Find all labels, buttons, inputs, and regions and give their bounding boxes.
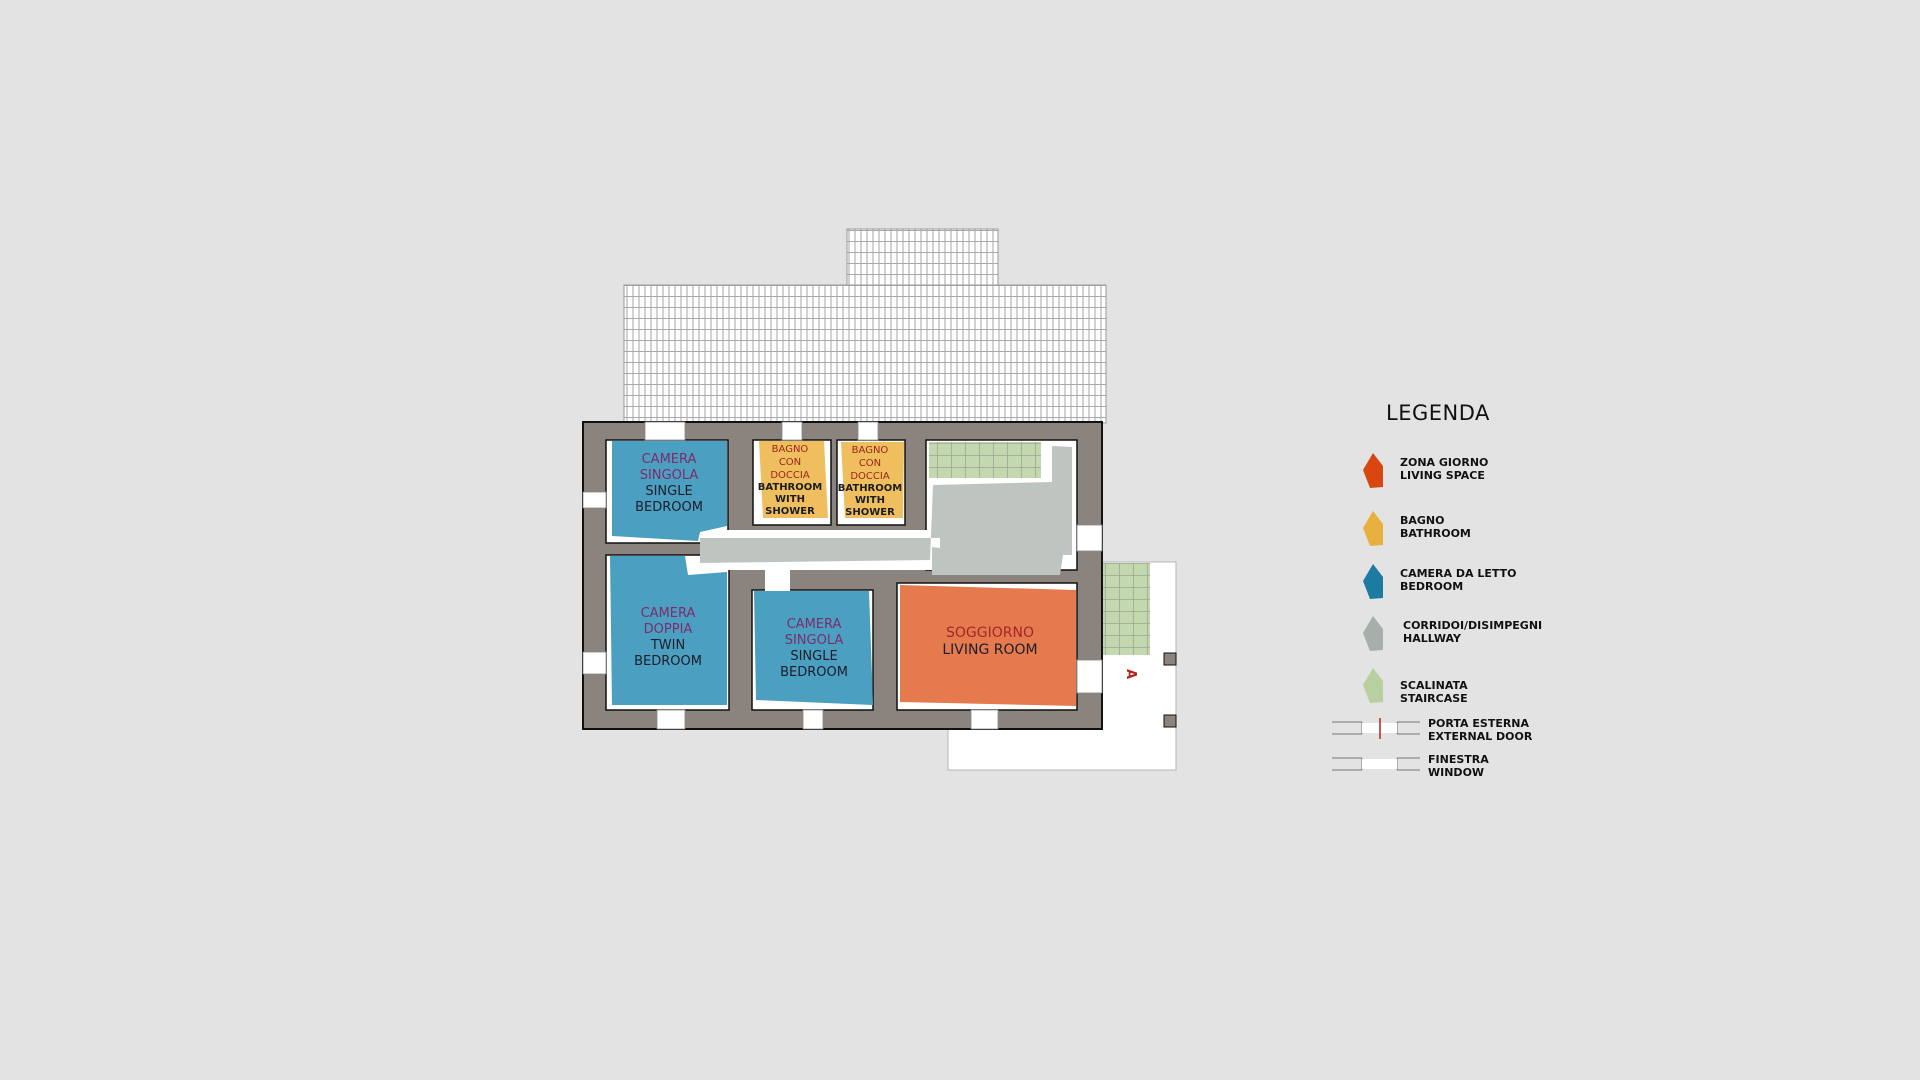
svg-text:CON: CON (859, 458, 881, 469)
legend-label-en: EXTERNAL DOOR (1428, 730, 1533, 743)
room-twin-bedroom: CAMERA DOPPIA TWIN BEDROOM (634, 606, 702, 669)
svg-text:SHOWER: SHOWER (845, 507, 895, 518)
svg-text:BEDROOM: BEDROOM (634, 654, 702, 669)
svg-text:TWIN: TWIN (650, 638, 685, 653)
legend-label-it: PORTA ESTERNA (1428, 717, 1530, 730)
bedroom-swatch-icon (1363, 564, 1383, 599)
svg-text:DOCCIA: DOCCIA (850, 471, 889, 482)
windows (582, 421, 1103, 730)
svg-text:BEDROOM: BEDROOM (635, 500, 703, 515)
svg-text:SINGOLA: SINGOLA (785, 633, 844, 648)
legend-label-it: BAGNO (1400, 514, 1445, 527)
svg-text:BATHROOM: BATHROOM (838, 483, 902, 494)
room-living-room: SOGGIORNO LIVING ROOM (942, 625, 1037, 658)
legend-label-it: SCALINATA (1400, 679, 1468, 692)
svg-text:DOCCIA: DOCCIA (770, 470, 809, 481)
svg-text:BEDROOM: BEDROOM (780, 665, 848, 680)
legend-label-en: HALLWAY (1403, 632, 1461, 645)
hallway-swatch-icon (1363, 616, 1383, 651)
svg-text:WITH: WITH (855, 495, 885, 506)
svg-text:SINGLE: SINGLE (645, 484, 692, 499)
legend-label-en: WINDOW (1428, 766, 1485, 779)
legend-label-en: LIVING SPACE (1400, 469, 1485, 482)
window-symbol-icon (1332, 757, 1420, 771)
svg-text:SHOWER: SHOWER (765, 506, 815, 517)
room-fills (610, 441, 1076, 706)
bathroom-swatch-icon (1363, 511, 1383, 546)
exterior-staircase (1102, 563, 1150, 655)
svg-text:CAMERA: CAMERA (642, 452, 697, 467)
svg-text:BAGNO: BAGNO (852, 445, 889, 456)
svg-text:LIVING ROOM: LIVING ROOM (942, 642, 1037, 658)
room-single-bedroom-2: CAMERA SINGOLA SINGLE BEDROOM (780, 617, 848, 680)
legend-label-en: BEDROOM (1400, 580, 1464, 593)
svg-text:CAMERA: CAMERA (641, 606, 696, 621)
svg-text:CON: CON (779, 457, 801, 468)
legend-label-it: CORRIDOI/DISIMPEGNI (1403, 619, 1543, 632)
svg-text:SINGOLA: SINGOLA (640, 468, 699, 483)
legend-label-it: CAMERA DA LETTO (1400, 567, 1517, 580)
entrance-arrow-icon: A (1123, 669, 1138, 679)
legend-label-it: FINESTRA (1428, 753, 1489, 766)
legend-label-en: BATHROOM (1400, 527, 1471, 540)
legend-label-en: STAIRCASE (1400, 692, 1468, 705)
room-bathroom-1: BAGNO CON DOCCIA BATHROOM WITH SHOWER (758, 444, 822, 517)
svg-text:CAMERA: CAMERA (787, 617, 842, 632)
svg-text:SOGGIORNO: SOGGIORNO (946, 625, 1034, 641)
legend-label-it: ZONA GIORNO (1400, 456, 1489, 469)
roof (623, 228, 1107, 424)
svg-text:SINGLE: SINGLE (790, 649, 837, 664)
svg-text:DOPPIA: DOPPIA (644, 622, 693, 637)
external-door-symbol-icon (1332, 718, 1420, 739)
room-bathroom-2: BAGNO CON DOCCIA BATHROOM WITH SHOWER (838, 445, 902, 518)
svg-text:BATHROOM: BATHROOM (758, 482, 822, 493)
svg-text:BAGNO: BAGNO (772, 444, 809, 455)
room-single-bedroom-1: CAMERA SINGOLA SINGLE BEDROOM (635, 452, 703, 515)
staircase-swatch-icon (1363, 668, 1383, 703)
legend-title: LEGENDA (1386, 401, 1490, 425)
living-swatch-icon (1363, 453, 1383, 488)
svg-text:WITH: WITH (775, 494, 805, 505)
external-door (1076, 659, 1103, 694)
